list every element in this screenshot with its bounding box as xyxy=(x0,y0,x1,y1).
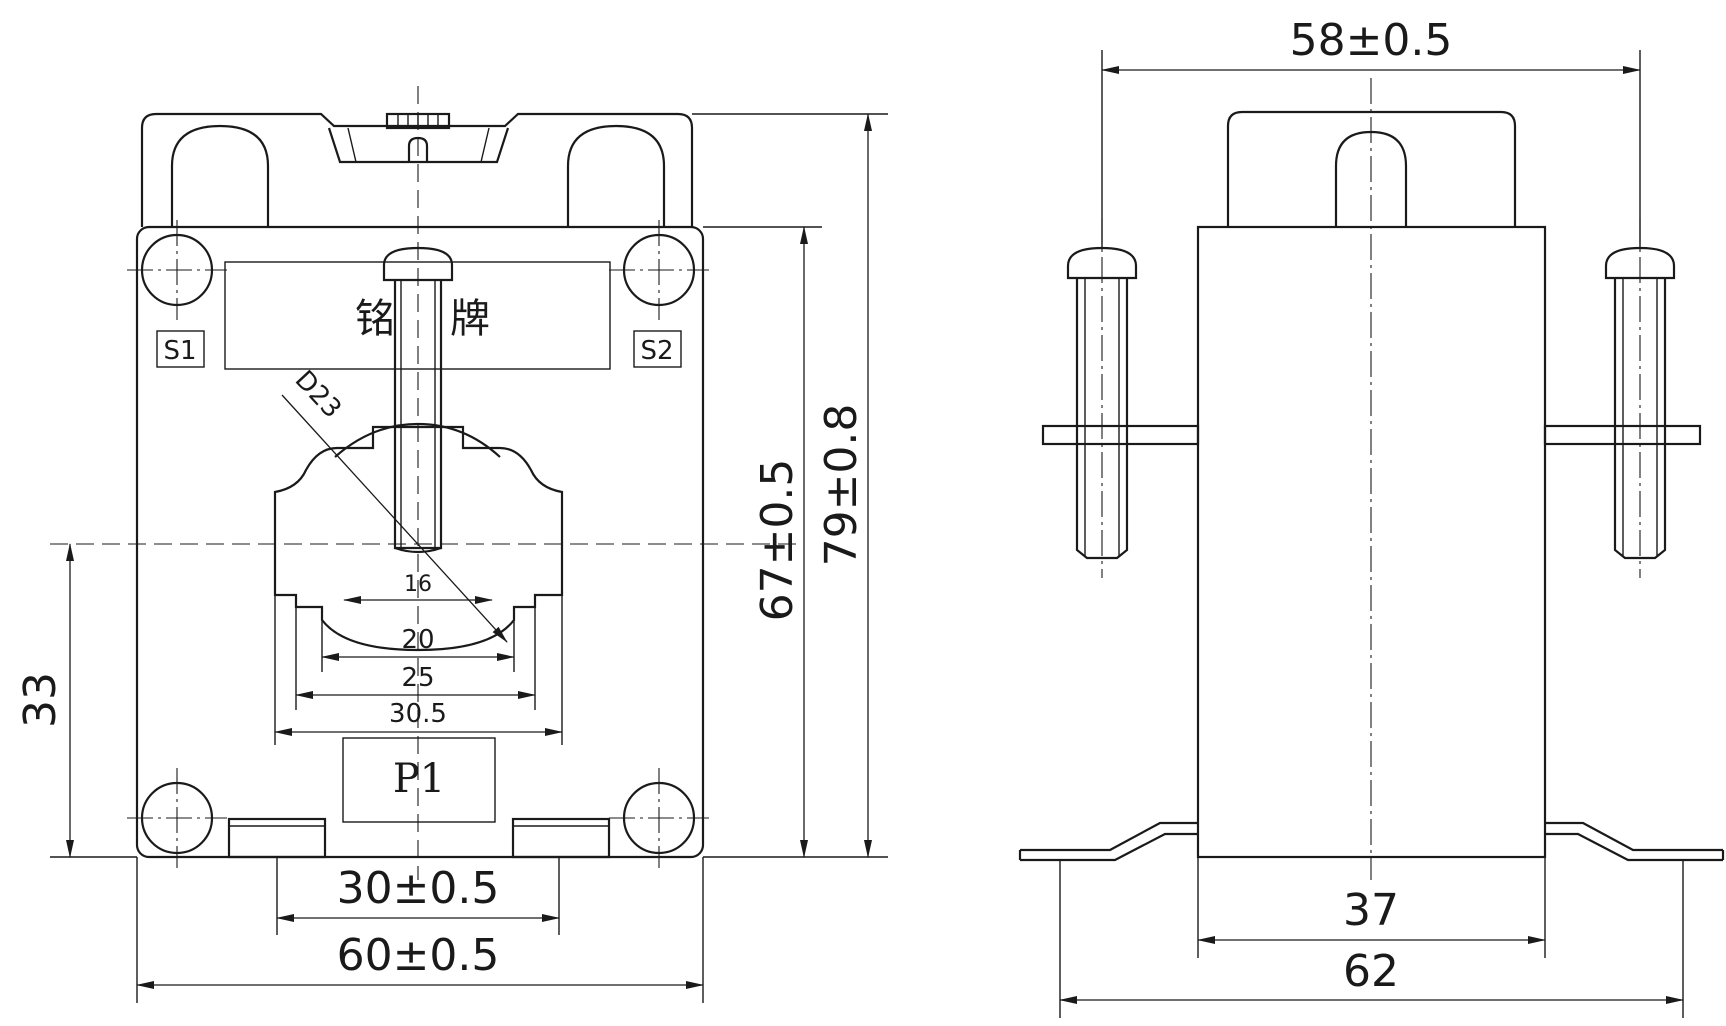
nameplate-char-1: 铭 xyxy=(355,296,395,342)
dim-33-label: 33 xyxy=(15,672,66,728)
nameplate-char-2: 牌 xyxy=(450,296,490,342)
bus-bolt xyxy=(393,280,443,550)
front-screw-slot-inner xyxy=(347,127,490,163)
terminal-s1-box xyxy=(156,330,205,368)
dim-16-label: 16 xyxy=(404,572,432,597)
dim-62-label: 62 xyxy=(1343,946,1399,997)
dim-58-label: 58±0.5 xyxy=(1290,15,1453,66)
dim-60-label: 60±0.5 xyxy=(337,930,500,981)
dim-25-label: 25 xyxy=(401,663,434,693)
front-left-foot xyxy=(227,817,327,859)
side-left-plate xyxy=(1041,424,1200,446)
front-left-arch xyxy=(170,124,270,227)
front-right-arch xyxy=(566,124,666,227)
front-body-outline xyxy=(135,225,705,859)
dim-37-label: 37 xyxy=(1343,885,1399,936)
dim-67-label: 67±0.5 xyxy=(752,459,803,622)
side-left-stud xyxy=(1075,278,1129,560)
dim-30-5-label: 30.5 xyxy=(389,699,447,729)
front-view: 铭 牌 S1 S2 P1 D23 16 20 25 30.5 30±0.5 60… xyxy=(15,86,888,1003)
front-right-foot xyxy=(511,817,611,859)
terminal-s2-label: S2 xyxy=(640,336,673,366)
dim-30-label: 30±0.5 xyxy=(337,863,500,914)
side-bracket xyxy=(1018,821,1198,862)
terminal-s1-label: S1 xyxy=(163,336,196,366)
front-top-cap-outline xyxy=(140,112,694,227)
side-view: 58±0.5 37 62 xyxy=(1018,15,1725,1018)
dim-79-label: 79±0.8 xyxy=(816,404,867,567)
front-screw-slot xyxy=(327,127,510,164)
aperture-circle-arc xyxy=(334,422,501,458)
terminal-p1-box xyxy=(342,737,496,823)
side-right-stud xyxy=(1613,278,1667,560)
side-bracket-right xyxy=(1545,821,1725,862)
nameplate-box xyxy=(224,261,611,370)
terminal-p1-label: P1 xyxy=(393,756,445,802)
dim-20-label: 20 xyxy=(401,625,434,655)
dim-d23-label: D23 xyxy=(289,365,347,424)
terminal-s2-box xyxy=(633,330,682,368)
mounting-hole-icon xyxy=(127,220,709,868)
primary-aperture-outline xyxy=(273,425,564,652)
